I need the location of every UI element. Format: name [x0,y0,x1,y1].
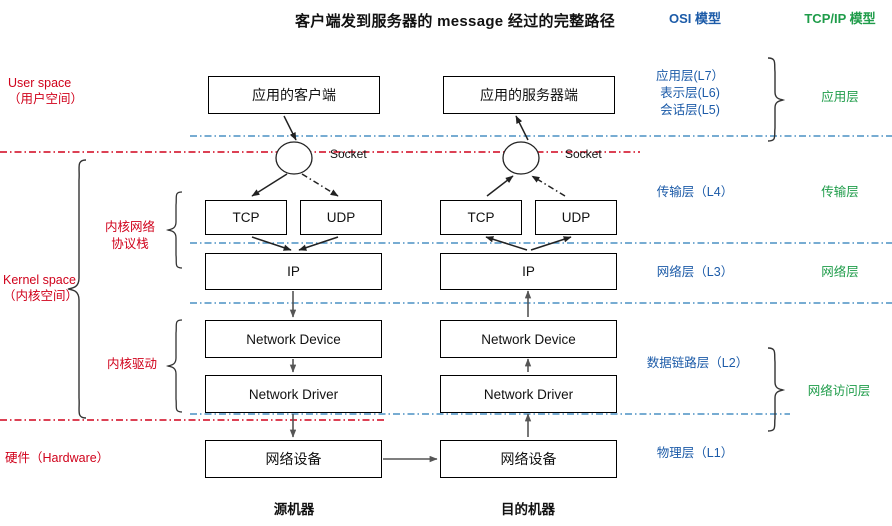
arrow-tcp-to-socket-dst [486,175,514,197]
zone-label-kernel-space-cn: （内核空间） [3,289,79,303]
zone-label-kernel-space: Kernel space （内核空间） [3,272,128,304]
osi-layer-network: 网络层（L3） [656,265,734,279]
osi-layer-transport: 传输层（L4） [656,185,734,199]
osi-model-header: OSI 模型 [668,11,721,26]
box-network-device-dest[interactable]: Network Device [440,320,617,358]
socket-label-source: Socket [330,147,367,161]
box-network-device-source[interactable]: Network Device [205,320,382,358]
box-tcp-dest[interactable]: TCP [440,200,522,235]
arrow-udp-to-ip-src [298,236,339,251]
arrow-socket-to-app-dst [515,115,529,141]
caption-source-machine: 源机器 [273,502,315,517]
tcpip-layer-network: 网络层 [821,265,859,279]
arrow-socket-to-tcp-src [251,173,288,197]
brace-tcpip-network-access [767,347,786,432]
socket-circle-source [275,141,313,175]
box-network-driver-source[interactable]: Network Driver [205,375,382,413]
kernel-net-stack-line2: 协议栈 [111,237,149,251]
zone-label-kernel-net-stack: 内核网络 协议栈 [88,219,172,253]
brace-tcpip-application [767,57,786,142]
socket-circle-dest [502,141,540,175]
arrow-ip-to-tcp-dst [485,236,528,251]
kernel-net-stack-line1: 内核网络 [104,220,155,234]
socket-label-dest: Socket [565,147,602,161]
zone-label-kernel-space-en: Kernel space [3,273,76,287]
tcpip-layer-transport: 传输层 [821,185,859,199]
box-network-driver-dest[interactable]: Network Driver [440,375,617,413]
osi-layer-physical: 物理层（L1） [656,446,734,460]
box-ip-dest[interactable]: IP [440,253,617,290]
arrow-udp-to-socket-dst [531,175,566,197]
tcpip-layer-application: 应用层 [821,90,859,104]
arrow-socket-to-udp-src [301,173,339,197]
arrow-tcp-to-ip-src [251,236,292,251]
osi-layer-l7: 应用层(L7） [655,69,725,83]
box-udp-dest[interactable]: UDP [535,200,617,235]
zone-label-user-space-cn: （用户空间） [8,92,84,106]
arrow-ip-to-udp-dst [530,236,572,251]
osi-layer-l5: 会话层(L5) [660,103,720,117]
zone-label-user-space: User space （用户空间） [8,75,128,107]
osi-layer-datalink: 数据链路层（L2） [646,356,749,370]
box-udp-source[interactable]: UDP [300,200,382,235]
box-application-server[interactable]: 应用的服务器端 [443,76,615,114]
tcpip-layer-network-access: 网络访问层 [807,384,871,398]
osi-layer-l6: 表示层(L6) [660,86,720,100]
tcpip-model-header: TCP/IP 模型 [804,11,876,26]
page-title: 客户端发到服务器的 message 经过的完整路径 [294,13,616,30]
osi-layer-application: 应用层(L7） 表示层(L6) 会话层(L5) [625,68,755,119]
arrow-app-to-socket-src [283,115,297,141]
box-hardware-device-dest[interactable]: 网络设备 [440,440,617,478]
zone-label-kernel-driver: 内核驱动 [106,357,157,371]
box-tcp-source[interactable]: TCP [205,200,287,235]
zone-label-user-space-en: User space [8,76,72,90]
caption-dest-machine: 目的机器 [501,502,555,517]
zone-label-hardware: 硬件（Hardware） [5,451,110,465]
box-application-client[interactable]: 应用的客户端 [208,76,380,114]
box-hardware-device-source[interactable]: 网络设备 [205,440,382,478]
box-ip-source[interactable]: IP [205,253,382,290]
